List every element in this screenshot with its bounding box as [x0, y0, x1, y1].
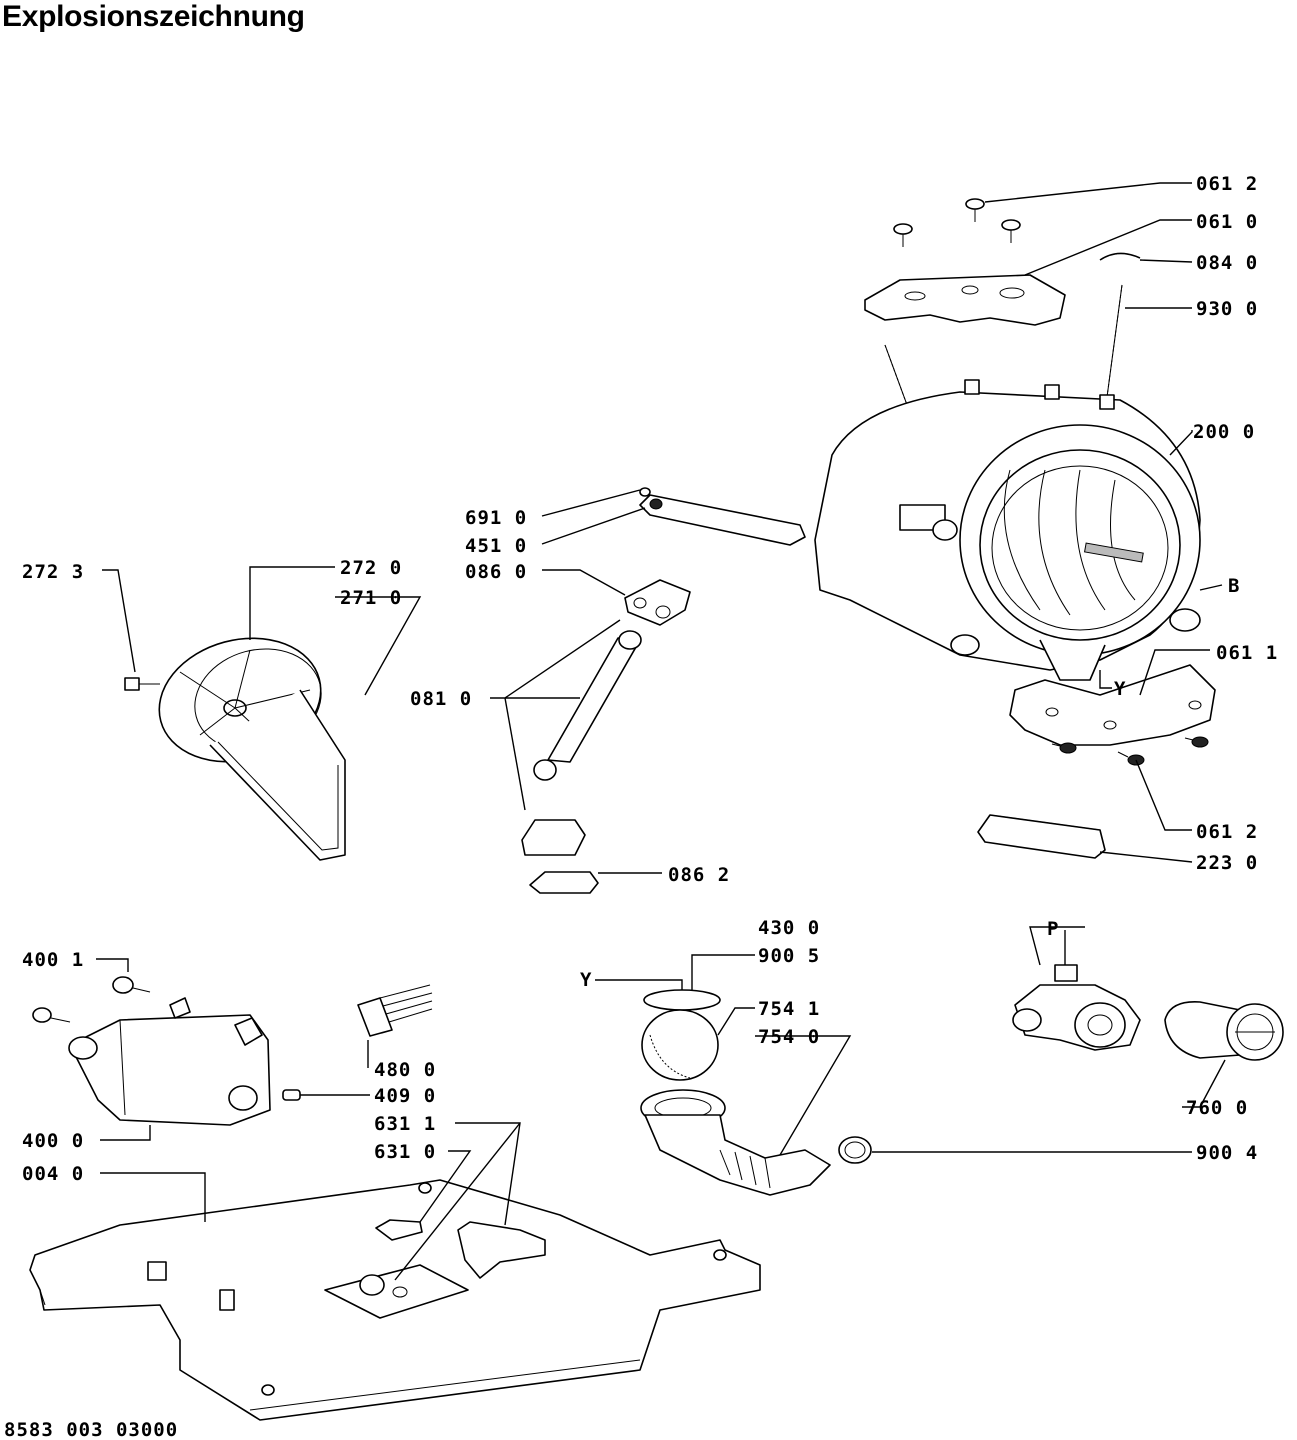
part-409-0	[282, 1089, 301, 1101]
label-691-0: 691 0	[465, 507, 527, 529]
filter-760-0	[1164, 1001, 1284, 1061]
screw-061-2-top	[965, 198, 985, 222]
label-086-2: 086 2	[668, 864, 730, 886]
label-480-0: 480 0	[374, 1059, 436, 1081]
label-451-0: 451 0	[465, 535, 527, 557]
heater-451-0	[639, 487, 806, 546]
page-title: Explosionszeichnung	[2, 0, 305, 33]
label-061-1: 061 1	[1216, 642, 1278, 664]
drawing-number: 8583 003 03000	[4, 1419, 178, 1440]
label-y-tub: Y	[1114, 678, 1126, 700]
label-900-5: 900 5	[758, 945, 820, 967]
label-084-0: 084 0	[1196, 252, 1258, 274]
label-y-sump: Y	[580, 969, 592, 991]
label-272-3: 272 3	[22, 561, 84, 583]
counterweight-bottom	[1009, 664, 1216, 746]
label-223-0: 223 0	[1196, 852, 1258, 874]
screw-400-1	[112, 976, 151, 994]
label-061-0: 061 0	[1196, 211, 1258, 233]
counterweight-top	[864, 274, 1066, 326]
motor-400-0	[68, 997, 271, 1126]
clamp-900-4	[838, 1136, 872, 1164]
tub-200-0	[814, 379, 1201, 681]
foot-bracket	[521, 819, 586, 856]
part-labels: 061 2 061 0 084 0 930 0 200 0 B 061 1 Y …	[4, 173, 1278, 1440]
connector-480-0	[357, 984, 433, 1037]
base-plate-004-0	[29, 1179, 761, 1421]
bracket-086-0	[624, 579, 691, 626]
label-930-0: 930 0	[1196, 298, 1258, 320]
label-004-0: 004 0	[22, 1163, 84, 1185]
leader-lines	[96, 182, 1226, 1281]
label-900-4: 900 4	[1196, 1142, 1258, 1164]
hose-754-0	[640, 1089, 831, 1196]
label-631-1: 631 1	[374, 1113, 436, 1135]
screw-061-0-left	[893, 223, 913, 247]
label-430-0: 430 0	[758, 917, 820, 939]
dispenser-223-0	[977, 814, 1106, 859]
label-754-0: 754 0	[758, 1026, 820, 1048]
label-086-0: 086 0	[465, 561, 527, 583]
label-409-0: 409 0	[374, 1085, 436, 1107]
pump-430-0	[1012, 964, 1141, 1051]
label-081-0: 081 0	[410, 688, 472, 710]
label-271-0: 271 0	[340, 587, 402, 609]
label-400-0: 400 0	[22, 1130, 84, 1152]
screw-400-1-b	[32, 1007, 71, 1023]
label-061-2-top: 061 2	[1196, 173, 1258, 195]
label-754-1: 754 1	[758, 998, 820, 1020]
label-p: P	[1047, 918, 1059, 940]
label-b: B	[1228, 575, 1240, 597]
label-272-0: 272 0	[340, 557, 402, 579]
spring-930-0-right	[1104, 284, 1123, 413]
screw-272-3	[124, 677, 160, 691]
seal-900-5	[643, 989, 721, 1011]
screw-061-2-lower-b	[1051, 742, 1077, 754]
label-631-0: 631 0	[374, 1141, 436, 1163]
screw-061-0-right	[1001, 219, 1021, 243]
label-400-1: 400 1	[22, 949, 84, 971]
clip-086-2	[529, 871, 599, 894]
shock-absorber-081-0	[533, 630, 642, 781]
label-061-2-lower: 061 2	[1196, 821, 1258, 843]
label-760-0: 760 0	[1186, 1097, 1248, 1119]
belt-271-0	[209, 689, 346, 861]
screw-061-2-lower-a	[1184, 736, 1209, 748]
ball-754-1	[641, 1009, 719, 1081]
label-200-0: 200 0	[1193, 421, 1255, 443]
screw-061-2-lower-c	[1117, 751, 1145, 766]
clip-084-0	[1099, 252, 1141, 261]
